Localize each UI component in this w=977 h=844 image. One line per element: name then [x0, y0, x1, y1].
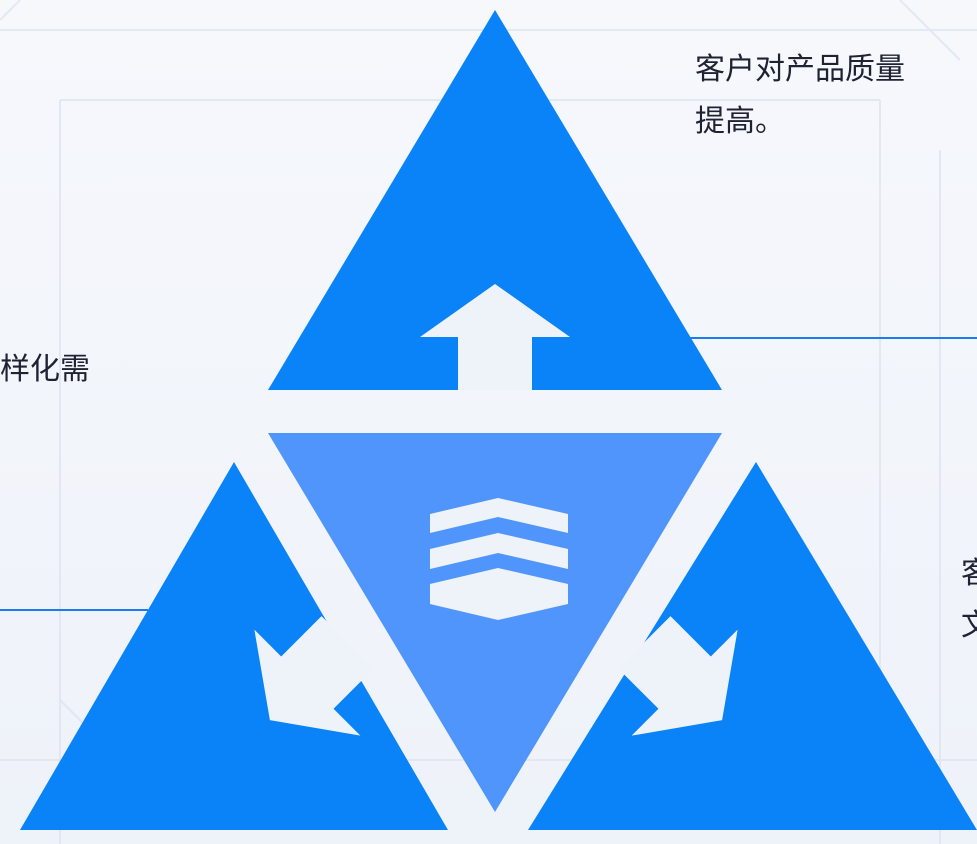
caption-top-line-1: 客户对产品质量 — [695, 52, 905, 87]
caption-right-line-2: 文 — [961, 608, 977, 643]
caption-right: 客 文 — [961, 548, 977, 652]
caption-left-line-1: 样化需 — [0, 352, 90, 387]
arrow-up-icon — [420, 284, 570, 390]
caption-right-line-1: 客 — [961, 556, 977, 591]
left-triangle — [20, 462, 448, 830]
right-triangle — [528, 462, 977, 830]
center-triangle — [268, 433, 722, 812]
top-triangle — [268, 10, 722, 390]
caption-left: 样化需 — [0, 344, 90, 396]
arrow-down-left-icon — [254, 616, 374, 736]
caption-top-line-2: 提高。 — [695, 104, 785, 139]
layers-stack-icon — [430, 498, 568, 620]
arrow-down-right-icon — [618, 616, 738, 736]
caption-top-right: 客户对产品质量 提高。 — [695, 44, 905, 148]
